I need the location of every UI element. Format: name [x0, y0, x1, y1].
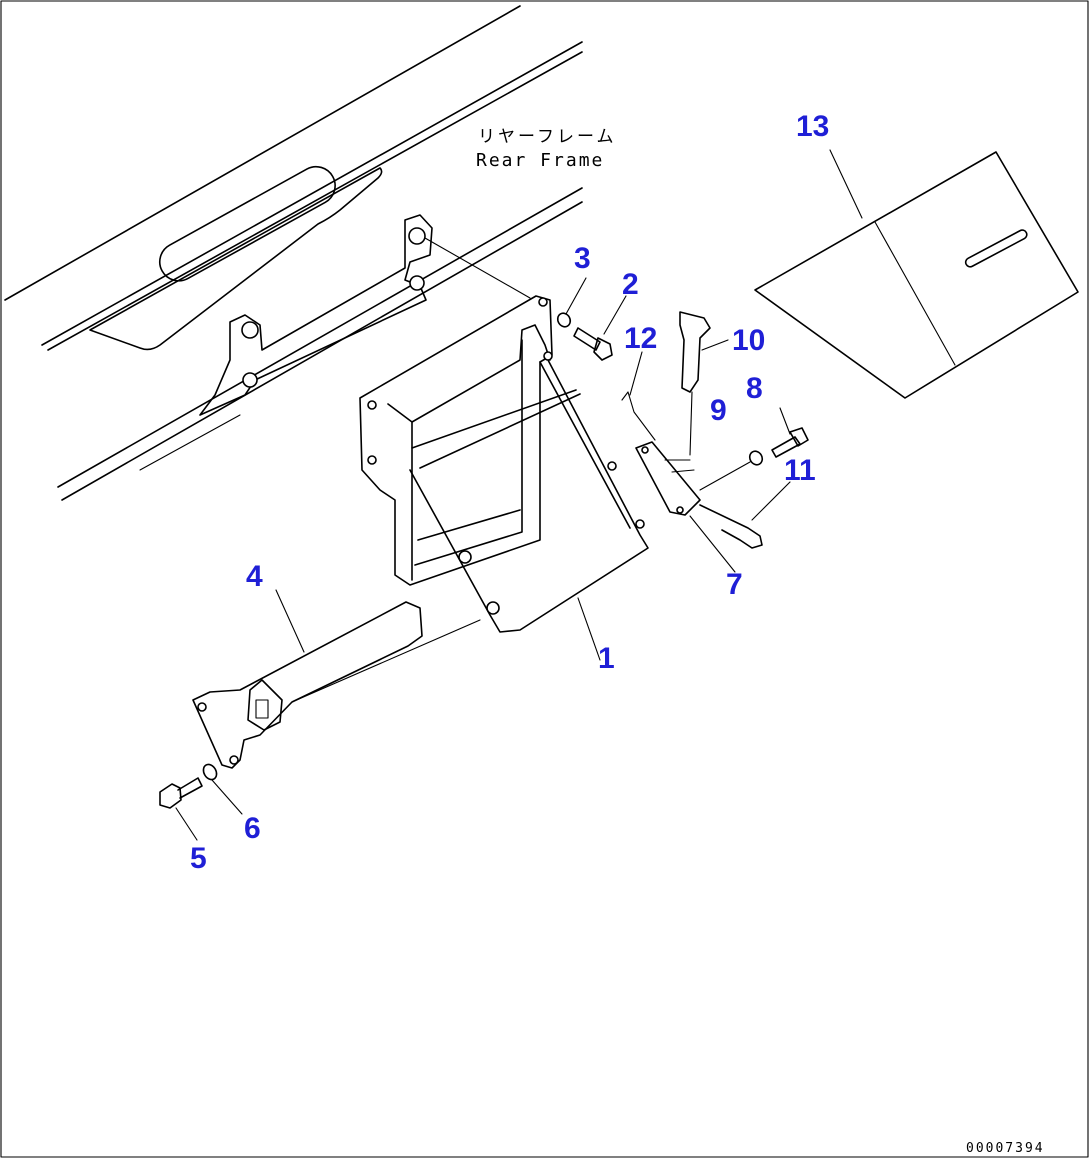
part-6-washer: [202, 763, 218, 781]
part-10-handle: [679, 311, 711, 456]
part-8-bolt: [771, 427, 809, 458]
callout-6: 6: [244, 812, 261, 845]
callout-13: 13: [796, 110, 829, 143]
part-7-latch-plate: [635, 441, 701, 516]
part-4-strip: [192, 601, 481, 769]
part-12-pin: [621, 391, 656, 441]
callout-2: 2: [622, 268, 639, 301]
part-1-bracket: [359, 295, 649, 633]
frame-label-japanese: リヤーフレーム: [478, 127, 616, 147]
callout-7: 7: [726, 568, 743, 601]
frame-label-english: Rear Frame: [476, 150, 604, 171]
part-5-bolt: [159, 777, 203, 809]
callout-10: 10: [732, 324, 765, 357]
leader-lines: [175, 149, 863, 841]
callout-9: 9: [710, 394, 727, 427]
part-11-pin: [699, 504, 763, 549]
part-2-bolt: [573, 327, 613, 361]
callout-3: 3: [574, 242, 591, 275]
part-13-cover: [754, 151, 1079, 399]
part-9-washer: [699, 450, 764, 491]
callout-12: 12: [624, 322, 657, 355]
rear-frame: [4, 5, 583, 501]
callout-1: 1: [598, 642, 615, 675]
part-3-washer: [556, 312, 572, 328]
callout-11: 11: [784, 454, 816, 487]
callout-5: 5: [190, 842, 207, 875]
drawing-code: 00007394: [966, 1141, 1045, 1156]
callout-8: 8: [746, 372, 763, 405]
callout-4: 4: [246, 560, 263, 593]
